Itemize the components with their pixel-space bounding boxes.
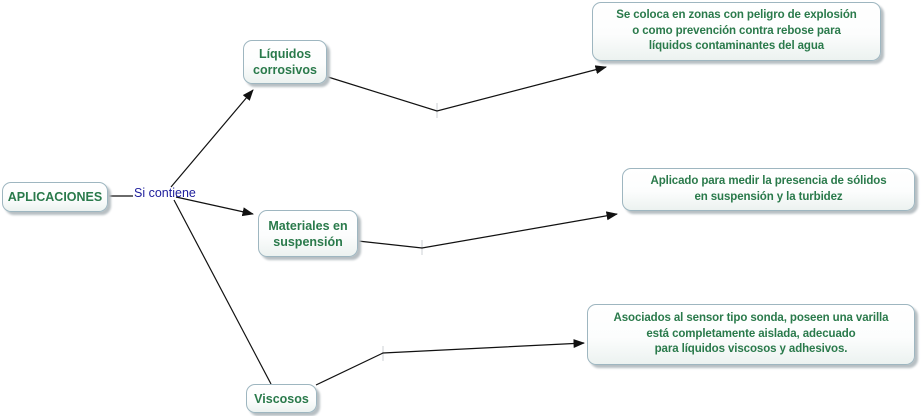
link-viscosos-to-desc <box>315 339 585 386</box>
description-box-viscosos[interactable]: Asociados al sensor tipo sonda, poseen u… <box>587 304 915 365</box>
link-materiales-to-desc <box>357 211 618 249</box>
concept-node-materiales-en-suspension[interactable]: Materiales en suspensión <box>258 210 358 257</box>
description-box-liquidos[interactable]: Se coloca en zonas con peligro de explos… <box>592 2 881 61</box>
link-liquidos-to-desc <box>327 65 607 112</box>
linking-phrase-si-contiene[interactable]: Si contiene <box>134 186 196 200</box>
concept-node-viscosos[interactable]: Viscosos <box>246 384 317 413</box>
link-phrase-to-viscosos <box>173 199 272 385</box>
link-phrase-to-liquidos <box>170 89 254 188</box>
description-box-materiales[interactable]: Aplicado para medir la presencia de sóli… <box>622 168 915 211</box>
link-phrase-to-materiales <box>175 196 254 217</box>
concept-node-liquidos-corrosivos[interactable]: Líquidos corrosivos <box>243 40 327 84</box>
concept-node-aplicaciones[interactable]: APLICACIONES <box>2 182 108 212</box>
